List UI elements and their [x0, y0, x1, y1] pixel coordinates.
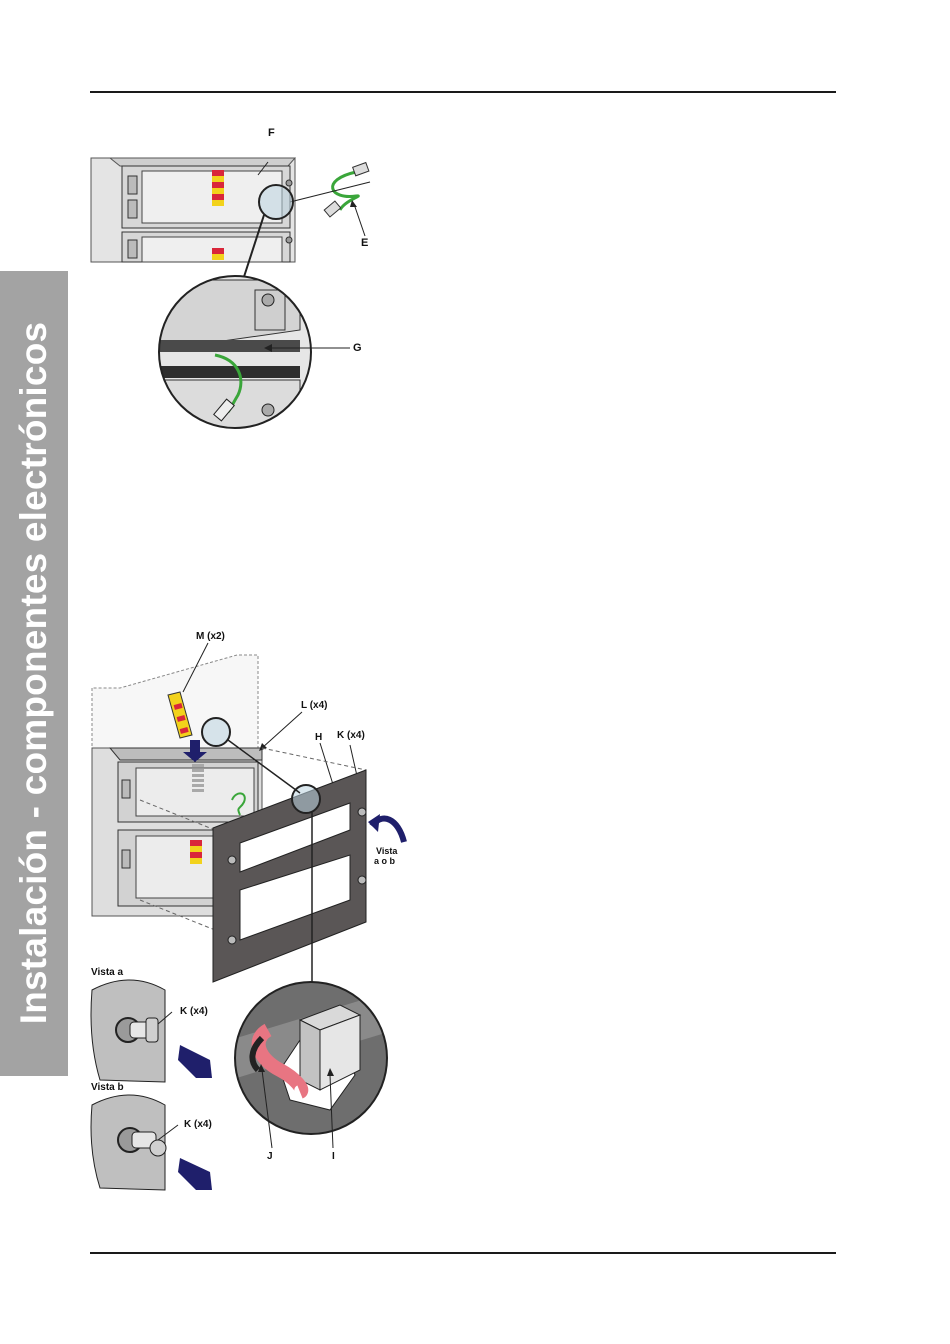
vista-a-detail [91, 980, 212, 1082]
callout-f: F [268, 128, 275, 139]
vista-a-title: Vista a [91, 968, 123, 978]
vista-b-detail [91, 1095, 212, 1190]
vista-note-line1: Vista [376, 847, 397, 856]
callout-k-top: K (x4) [337, 731, 365, 741]
vista-note-line2: a o b [374, 857, 395, 866]
callout-k-vista-b: K (x4) [184, 1120, 212, 1130]
callout-h: H [315, 733, 322, 743]
zoom-detail-2 [230, 980, 395, 1145]
callout-k-vista-a: K (x4) [180, 1007, 208, 1017]
callout-e: E [361, 238, 368, 249]
callout-i: I [332, 1152, 335, 1162]
zoom-detail-1 [155, 270, 320, 440]
callout-g: G [353, 343, 362, 354]
vista-b-title: Vista b [91, 1083, 124, 1093]
callout-j: J [267, 1152, 273, 1162]
striped-label-1 [212, 170, 224, 206]
callout-l: L (x4) [301, 701, 328, 711]
callout-m: M (x2) [196, 632, 225, 642]
